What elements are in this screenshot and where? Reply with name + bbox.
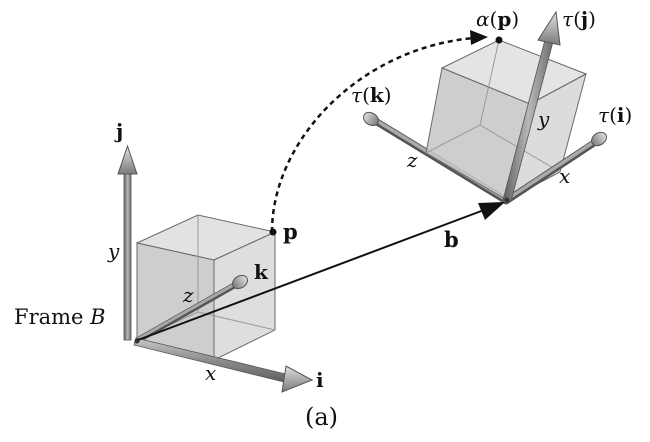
source-cube <box>135 214 277 361</box>
transformed-origin-dot <box>504 197 510 203</box>
source-frame <box>117 144 314 393</box>
label-alpha-p: α(p) <box>476 7 519 31</box>
label-tau-j: τ(j) <box>562 7 596 31</box>
label-j: j <box>114 119 123 143</box>
mapping-arc <box>270 30 488 233</box>
j-axis-arrow <box>117 144 138 341</box>
point-alpha-p-dot <box>495 36 503 44</box>
label-x: x <box>205 361 216 385</box>
transformed-cube <box>425 39 588 201</box>
tau-i-axis-arrow <box>502 131 607 205</box>
caption: (a) <box>305 403 338 431</box>
k-axis-arrow <box>135 274 248 343</box>
i-axis-arrow <box>133 337 314 393</box>
label-transformed-z: z <box>406 148 418 172</box>
label-y: y <box>107 239 120 263</box>
point-p-dot <box>269 228 277 236</box>
label-b: b <box>444 227 459 252</box>
label-transformed-y: y <box>537 107 550 131</box>
translation-vector-b <box>137 202 505 341</box>
label-z: z <box>182 283 194 307</box>
frame-b-label: Frame B <box>14 305 106 329</box>
label-k: k <box>254 260 269 284</box>
label-p: p <box>283 219 298 244</box>
label-transformed-x: x <box>559 164 570 188</box>
label-tau-i: τ(i) <box>598 103 632 127</box>
transformed-frame <box>363 10 607 205</box>
label-i: i <box>316 368 324 392</box>
label-tau-k: τ(k) <box>351 83 392 107</box>
tau-j-axis-arrow <box>502 10 561 202</box>
